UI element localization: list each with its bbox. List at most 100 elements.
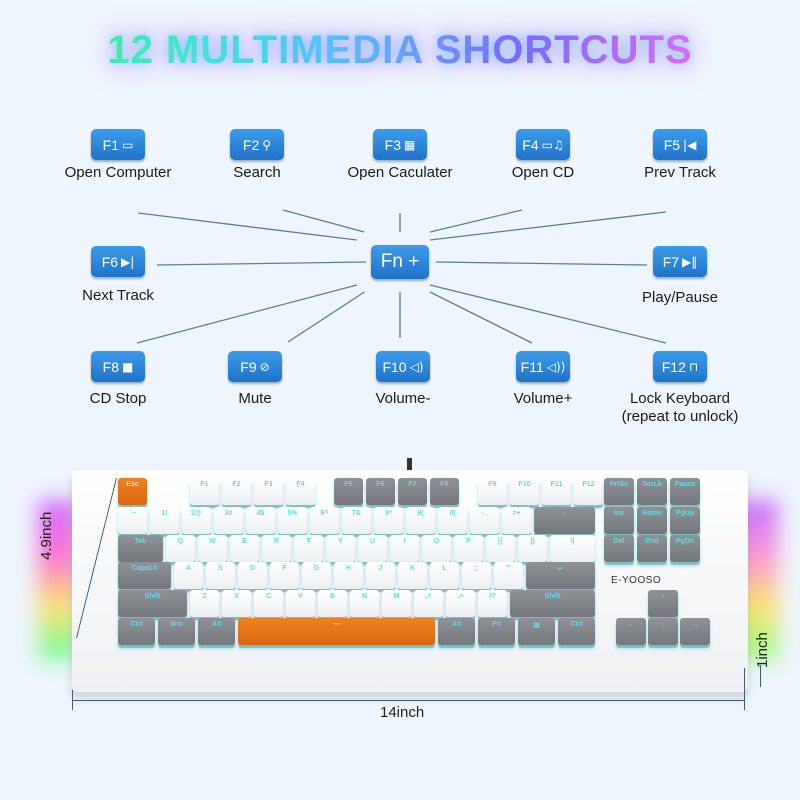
connector-line: [429, 209, 523, 233]
width-dimension-label: 14inch: [380, 704, 425, 721]
shortcut-label: Next Track: [82, 287, 154, 305]
cd-music-icon: ▭♫: [541, 137, 564, 152]
shortcut-key-f9: F9⊘: [228, 351, 282, 382]
key: `~: [118, 507, 147, 534]
shortcut-label-text: Prev Track: [644, 164, 716, 181]
key: T: [294, 535, 323, 562]
shortcut-key-f1: F1▭: [91, 129, 145, 160]
key: 2@: [182, 507, 211, 534]
key: B: [318, 590, 347, 617]
connector-line: [429, 284, 667, 344]
key: C: [254, 590, 283, 617]
key: U: [358, 535, 387, 562]
key: F12: [574, 478, 603, 505]
key: Alt: [198, 618, 235, 645]
stop-icon: ■: [122, 359, 134, 374]
shortcut-label-text: Search: [233, 164, 281, 181]
key: 6^: [310, 507, 339, 534]
shortcut-label: Volume-: [375, 390, 430, 408]
key: F1: [190, 478, 219, 505]
key-label: F5: [663, 136, 681, 153]
connector-line: [156, 261, 367, 266]
key: F5: [334, 478, 363, 505]
key-label: F6: [101, 253, 119, 270]
key: ;:: [462, 562, 491, 589]
key-label: F2: [242, 136, 260, 153]
key: H: [334, 562, 363, 589]
key: 4$: [246, 507, 275, 534]
key: 1!: [150, 507, 179, 534]
key: /?: [478, 590, 507, 617]
key: Y: [326, 535, 355, 562]
shortcut-label-text: CD Stop: [89, 390, 147, 407]
key: 5%: [278, 507, 307, 534]
shortcut-key-f3: F3▦: [373, 129, 427, 160]
key-label: F9: [240, 358, 257, 375]
height-dimension-label: 4.9inch: [38, 511, 55, 560]
shortcut-label-note: (repeat to unlock): [621, 408, 739, 425]
shortcut-key-f2: F2⚲: [230, 129, 284, 160]
shortcut-label-text: Play/Pause: [642, 289, 718, 306]
rgb-glow-left: [38, 500, 78, 660]
key: N: [350, 590, 379, 617]
play-pause-icon: ▶‖: [682, 254, 698, 269]
key: E: [230, 535, 259, 562]
key-label: F7: [662, 253, 680, 270]
lock-icon: ⊓: [688, 359, 699, 374]
thickness-dimension-line: [760, 665, 761, 687]
shortcut-label: Lock Keyboard(repeat to unlock): [622, 390, 739, 426]
key: F: [270, 562, 299, 589]
key: F10: [510, 478, 539, 505]
key: Home: [637, 507, 667, 534]
key: F4: [286, 478, 315, 505]
computer-icon: ▭: [122, 137, 134, 152]
mute-icon: ⊘: [259, 359, 270, 374]
key: Tab: [118, 535, 163, 562]
key: →: [680, 618, 710, 645]
key: Ctrl: [118, 618, 155, 645]
key: F7: [398, 478, 427, 505]
connector-line: [429, 291, 533, 344]
shortcut-key-f6: F6▶|: [91, 246, 145, 277]
key: ←: [616, 618, 646, 645]
shortcut-label-text: Volume+: [513, 390, 573, 407]
shortcut-key-f5: F5|◀: [653, 129, 707, 160]
shortcut-key-f11: F11◁)): [516, 351, 570, 382]
key: -_: [470, 507, 499, 534]
prev-track-icon: |◀: [683, 137, 697, 152]
key-label: F10: [382, 358, 407, 375]
key: Shift: [510, 590, 595, 617]
key: F2: [222, 478, 251, 505]
key-label: F8: [102, 358, 119, 375]
key: W: [198, 535, 227, 562]
key: Win: [158, 618, 195, 645]
key: Q: [166, 535, 195, 562]
shortcut-label: Open Caculater: [347, 164, 452, 182]
brand-logo: E-YOOSO: [611, 575, 662, 586]
width-dimension-tick-left: [72, 690, 73, 710]
key: 0): [438, 507, 467, 534]
shortcut-label: CD Stop: [90, 390, 147, 408]
key: 8*: [374, 507, 403, 534]
key: X: [222, 590, 251, 617]
key: Z: [190, 590, 219, 617]
key: Ctrl: [558, 618, 595, 645]
key: —: [238, 618, 435, 645]
key: CapsLk: [118, 562, 171, 589]
key: V: [286, 590, 315, 617]
connector-lines: [136, 209, 667, 344]
key: Shift: [118, 590, 187, 617]
shortcut-label-text: Open Caculater: [347, 164, 453, 181]
key-label: F1: [102, 136, 119, 153]
key: '": [494, 562, 523, 589]
shortcut-label-text: Next Track: [82, 287, 154, 304]
key: Del: [604, 535, 634, 562]
key: End: [637, 535, 667, 562]
connector-line: [136, 284, 358, 344]
key: R: [262, 535, 291, 562]
key: S: [206, 562, 235, 589]
key: 9(: [406, 507, 435, 534]
key: ↵: [526, 562, 595, 589]
connector-line: [435, 261, 648, 266]
key: K: [398, 562, 427, 589]
